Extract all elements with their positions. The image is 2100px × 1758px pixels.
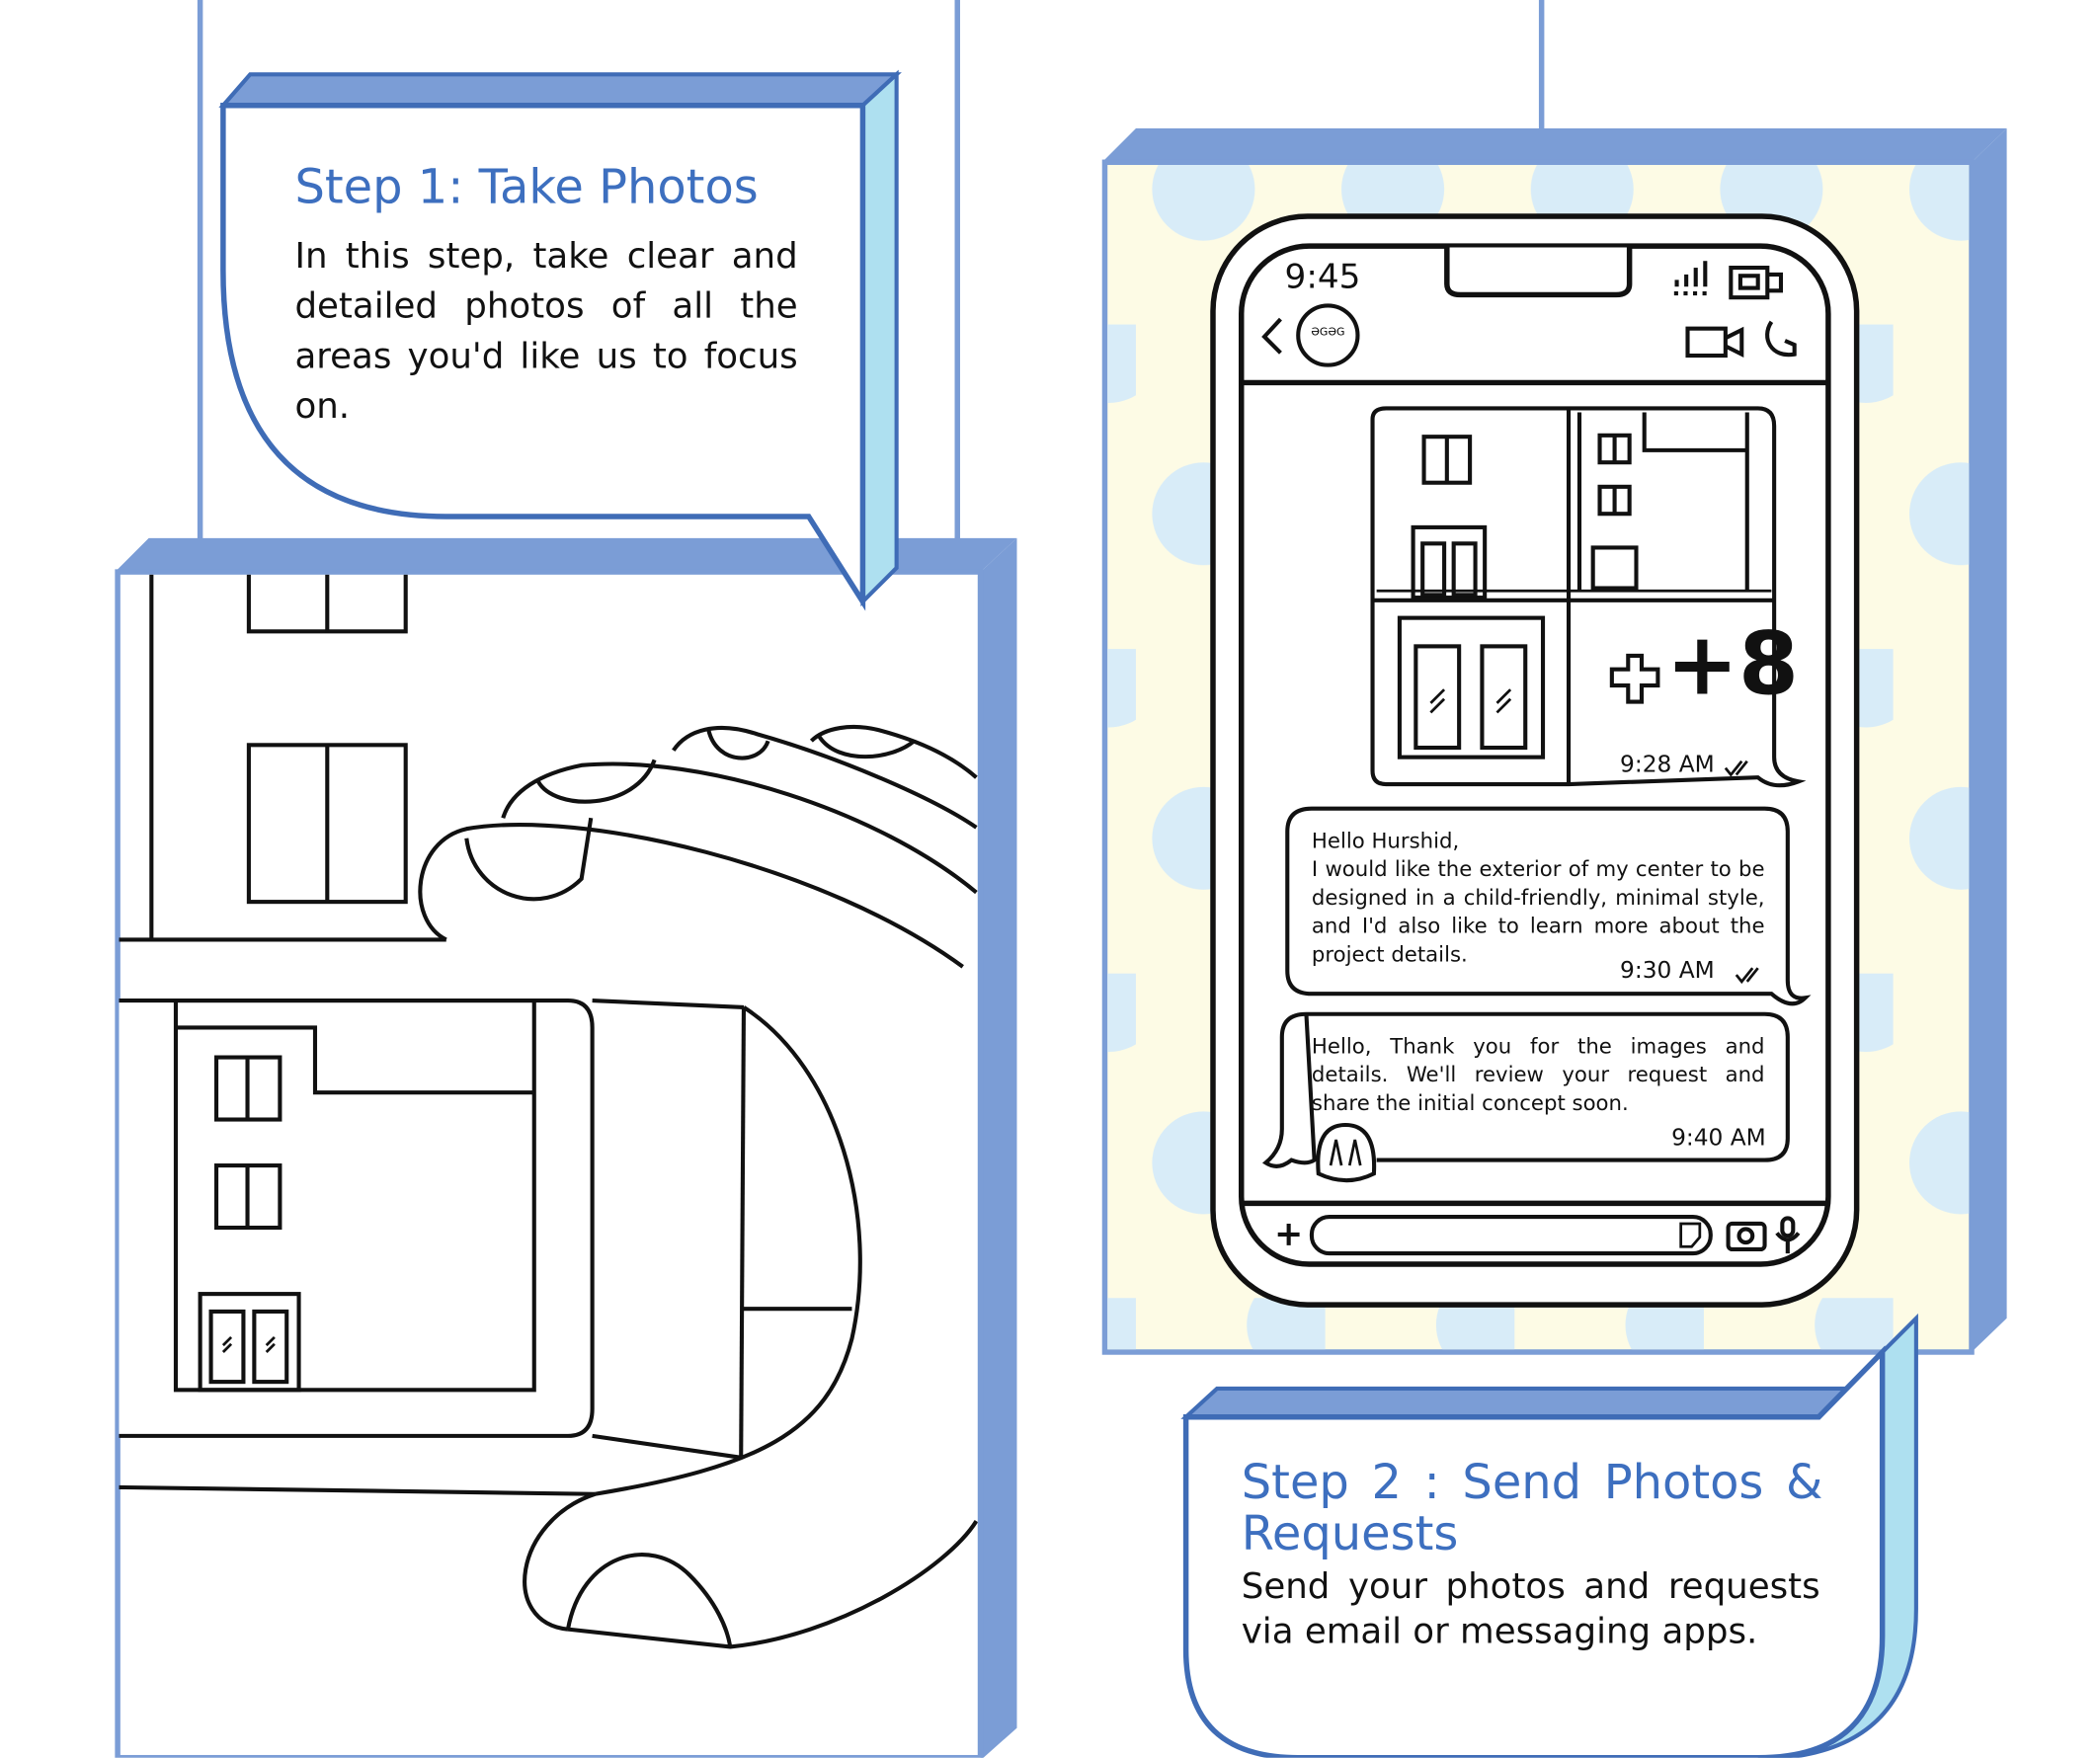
left-panel [115,537,1017,1758]
message-2-time: 9:40 AM [1671,1125,1766,1153]
avatar-label: ƏGƏG [1311,325,1345,339]
step1-title: Step 1: Take Photos [294,160,759,215]
message-1-time: 9:30 AM [1620,957,1715,985]
message-1-text: Hello Hurshid, I would like the exterior… [1311,829,1765,967]
chat-phone [1210,213,1860,1308]
signal-icon [1673,261,1710,296]
more-photos-count[interactable]: +8 [1665,614,1799,716]
plus-icon [1609,653,1660,704]
message-input [1309,1215,1713,1256]
back-icon [1261,317,1282,355]
read-check-icon [1735,967,1759,985]
step2-callout [1180,1313,1918,1758]
message-bubble-2 [1261,1011,1790,1168]
phone-call-icon [1765,320,1797,358]
microphone-icon [1775,1216,1801,1254]
read-check-icon [1724,759,1748,777]
avatar [1296,303,1360,367]
frame-lines [197,0,1545,541]
attach-plus-icon [1277,1223,1300,1245]
battery-icon [1729,266,1784,300]
photos-time: 9:28 AM [1620,752,1715,779]
message-2-text: Hello, Thank you for the images and deta… [1311,1034,1765,1116]
video-call-icon [1685,326,1744,359]
message-bubble-1 [1285,806,1812,1006]
camera-icon [1726,1221,1767,1252]
step1-callout [218,69,902,611]
step2-title: Step 2 : Send Photos & Requests [1241,1456,1823,1562]
photo-grid [1370,406,1807,788]
status-time: 9:45 [1284,257,1361,296]
designer-avatar [1316,1122,1377,1183]
step1-body: In this step, take clear and detailed ph… [294,236,798,428]
sticker-icon [1679,1222,1702,1248]
step2-body: Send your photos and requests via email … [1241,1566,1820,1652]
